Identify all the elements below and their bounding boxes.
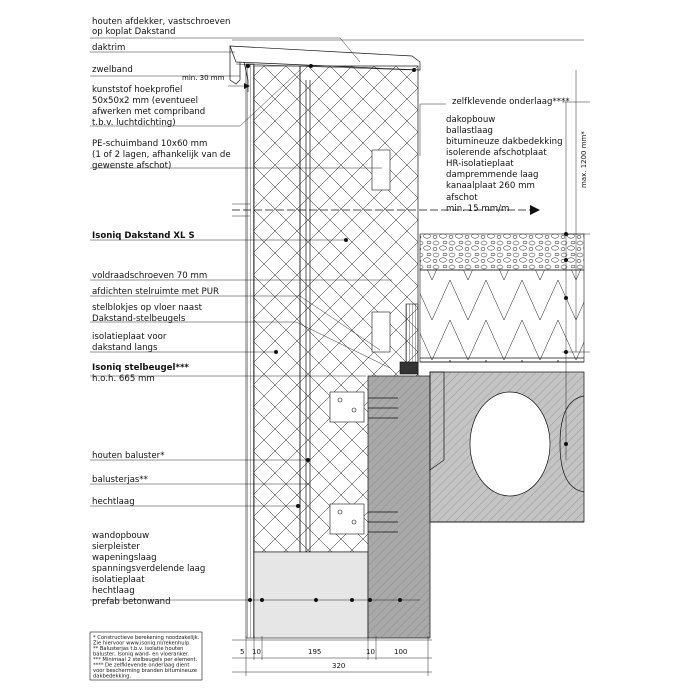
footnote-box: [89, 631, 203, 681]
label-wandopbouw-4: isolatieplaat: [92, 575, 145, 585]
bottom-dimensions: [232, 636, 432, 676]
label-dakstand: Isoniq Dakstand XL S: [92, 231, 195, 241]
dim-10-right: 10: [366, 648, 375, 656]
leader-lines: [90, 37, 420, 602]
label-hoekprofiel-2: 50x50x2 mm (eventueel: [92, 96, 198, 106]
label-wandopbouw-1: sierpleister: [92, 542, 140, 552]
afschot-arrow: [232, 203, 540, 217]
label-stelbeugel: Isoniq stelbeugel***: [92, 363, 189, 373]
label-max-height: max. 1200 mm*: [580, 131, 588, 188]
footnotes: * Constructieve berekening noodzakelijk.…: [93, 635, 200, 680]
label-afschot-1: min. 15 mm/m: [446, 204, 509, 214]
min-30-dimension: [228, 83, 250, 89]
dim-195: 195: [308, 648, 321, 656]
footnote-4: *** Minimaal 2 stelbeugels per element.: [93, 657, 198, 663]
label-stelbeugel-hoh: h.o.h. 665 mm: [92, 374, 155, 384]
label-onderlaag: zelfklevende onderlaag****: [452, 97, 570, 107]
right-leader-lines: [232, 39, 590, 460]
gravel-ballast: [419, 233, 585, 271]
label-hoekprofiel-3: afwerken met compriband: [92, 107, 205, 117]
label-hoekprofiel-1: kunststof hoekprofiel: [92, 85, 182, 95]
footnote-1: Zie hiervoor www.isoniq.nl/rekenhulp.: [93, 641, 191, 647]
stelblokje: [399, 361, 419, 375]
dim-total: 320: [332, 662, 345, 670]
label-dakopbouw-5: dampremmende laag: [446, 170, 539, 180]
label-pe-band-1: PE-schuimband 10x60 mm: [92, 139, 207, 149]
label-wandopbouw-6: prefab betonwand: [92, 597, 171, 607]
label-isolatieplaat-1: isolatieplaat voor: [92, 332, 167, 342]
wood-block-lower: [371, 311, 391, 353]
label-hoekprofiel-4: t.b.v. luchtdichting): [92, 118, 176, 128]
dim-100: 100: [394, 648, 407, 656]
label-zwelband: zwelband: [92, 65, 133, 75]
label-dakopbouw-1: ballastlaag: [446, 126, 493, 136]
wood-block-upper: [371, 149, 391, 191]
label-afdekker-1: houten afdekker, vastschroeven: [92, 17, 231, 27]
label-pe-band-3: gewenste afschot): [92, 161, 171, 171]
label-stelblokjes-2: Dakstand-stelbeugels: [92, 314, 186, 324]
footnote-2: ** Balusterjas t.b.v. isolatie houten: [93, 646, 183, 652]
label-wandopbouw-5: hechtlaag: [92, 586, 135, 596]
wall-insulation-left: [253, 65, 301, 553]
left-labels: houten afdekker, vastschroeven op koplat…: [92, 17, 231, 607]
wall-section: [245, 63, 431, 639]
plaster-layer: [245, 63, 255, 639]
label-wandopbouw-2: wapeningslaag: [92, 553, 157, 563]
footnote-0: * Constructieve berekening noodzakelijk.: [93, 635, 200, 641]
label-dakopbouw-2: bitumineuze dakbedekking: [446, 137, 563, 147]
label-balusterjas: balusterjas**: [92, 475, 149, 485]
label-afdekker-2: op koplat Dakstand: [92, 27, 175, 37]
footnote-3: baluster, Isoniq wand- en vloeranker.: [93, 652, 189, 658]
label-wandopbouw-3: spanningsverdelende laag: [92, 564, 205, 574]
label-isolatieplaat-2: dakstand langs: [92, 343, 158, 353]
stelbeugel-bottom: [329, 503, 398, 535]
label-hechtlaag: hechtlaag: [92, 497, 135, 507]
label-min-30: min. 30 mm: [182, 74, 225, 82]
dim-10-left: 10: [252, 648, 261, 656]
label-stelblokjes-1: stelblokjes op vloer naast: [92, 303, 203, 313]
footnote-5: **** De zelfklevende onderlaag dient: [93, 663, 189, 669]
roof-edge-cap: [229, 45, 421, 92]
slab-channel-1: [469, 391, 551, 497]
dim-5: 5: [240, 648, 244, 656]
label-dakopbouw-4: HR-isolatieplaat: [446, 159, 514, 169]
label-dakopbouw-0: dakopbouw: [446, 115, 495, 125]
roof-insulation: [419, 269, 585, 363]
roof-buildup: [419, 233, 585, 523]
label-afschot-0: afschot: [446, 193, 478, 203]
label-wandopbouw-0: wandopbouw: [92, 531, 149, 541]
label-voldraad: voldraadschroeven 70 mm: [92, 271, 207, 281]
footnote-7: dakbedekking.: [93, 674, 131, 680]
label-baluster: houten baluster*: [92, 451, 165, 461]
label-afdichten: afdichten stelruimte met PUR: [92, 287, 219, 297]
prefab-concrete-wall: [253, 551, 369, 639]
footnote-6: voor bescherming branden bitumineuze: [93, 668, 197, 674]
dimension-labels: 5 10 195 10 100 320: [240, 648, 407, 670]
right-labels: zelfklevende onderlaag**** dakopbouw bal…: [182, 74, 588, 214]
label-daktrim: daktrim: [92, 43, 125, 53]
label-dakopbouw-3: isolerende afschotplaat: [446, 148, 547, 158]
shim-block: [405, 303, 419, 365]
stelbeugel-top: [329, 391, 398, 423]
label-pe-band-2: (1 of 2 lagen, afhankelijk van de: [92, 150, 231, 160]
label-dakopbouw-6: kanaalplaat 260 mm: [446, 181, 535, 191]
